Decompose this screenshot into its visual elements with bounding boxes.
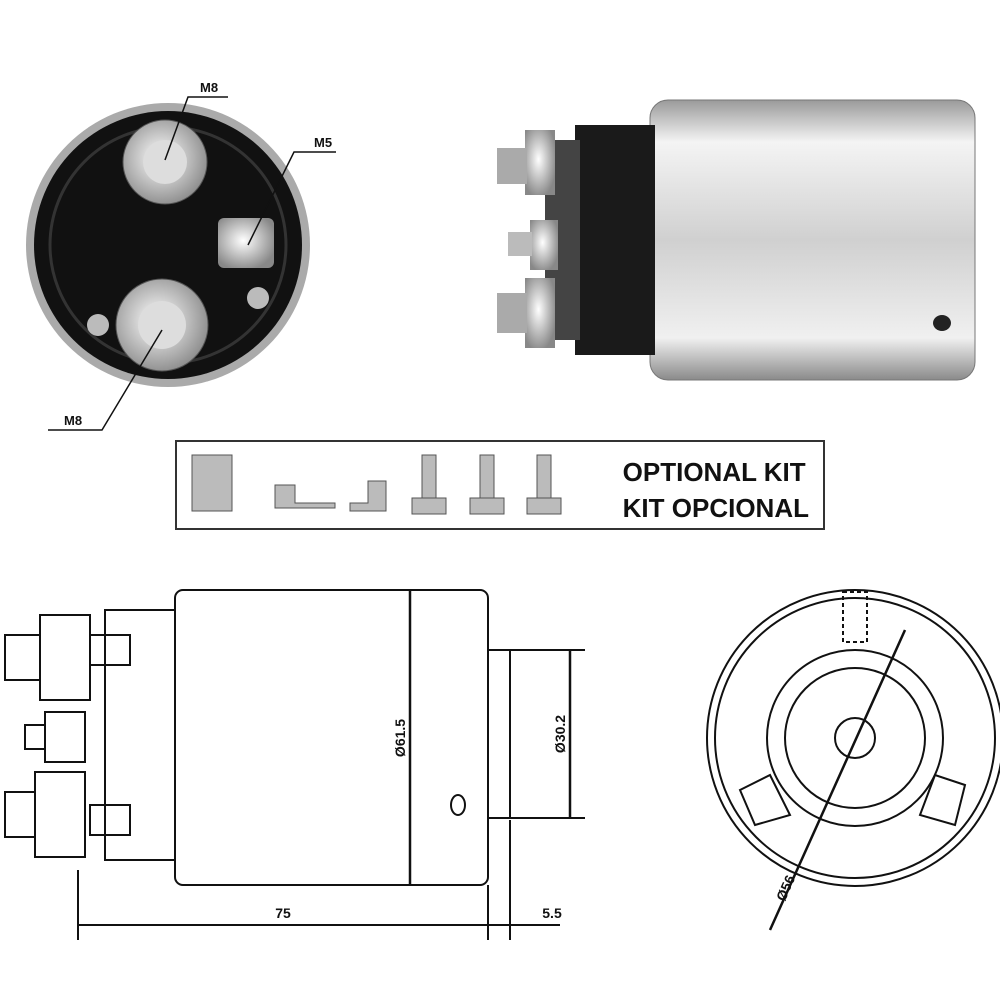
front-photo xyxy=(26,103,310,387)
side-drawing xyxy=(4,589,585,940)
body-diameter-label: Ø61.5 xyxy=(392,719,408,757)
nose-diameter-label: Ø30.2 xyxy=(552,715,568,753)
optional-kit-title-es: KIT OPCIONAL xyxy=(622,493,809,523)
length-label: 75 xyxy=(275,905,291,921)
leader-lines xyxy=(48,96,336,431)
optional-kit-label: OPTIONAL KIT KIT OPCIONAL xyxy=(623,454,809,526)
side-photo xyxy=(497,99,976,381)
terminal-label: M8 xyxy=(200,80,218,95)
terminal-label: M8 xyxy=(64,413,82,428)
optional-kit-box: OPTIONAL KIT KIT OPCIONAL xyxy=(175,440,825,530)
terminal-label: M5 xyxy=(314,135,332,150)
optional-kit-title-en: OPTIONAL KIT xyxy=(622,457,806,487)
kit-items xyxy=(191,454,562,515)
nose-length-label: 5.5 xyxy=(542,905,562,921)
end-view-drawing xyxy=(706,589,1000,931)
